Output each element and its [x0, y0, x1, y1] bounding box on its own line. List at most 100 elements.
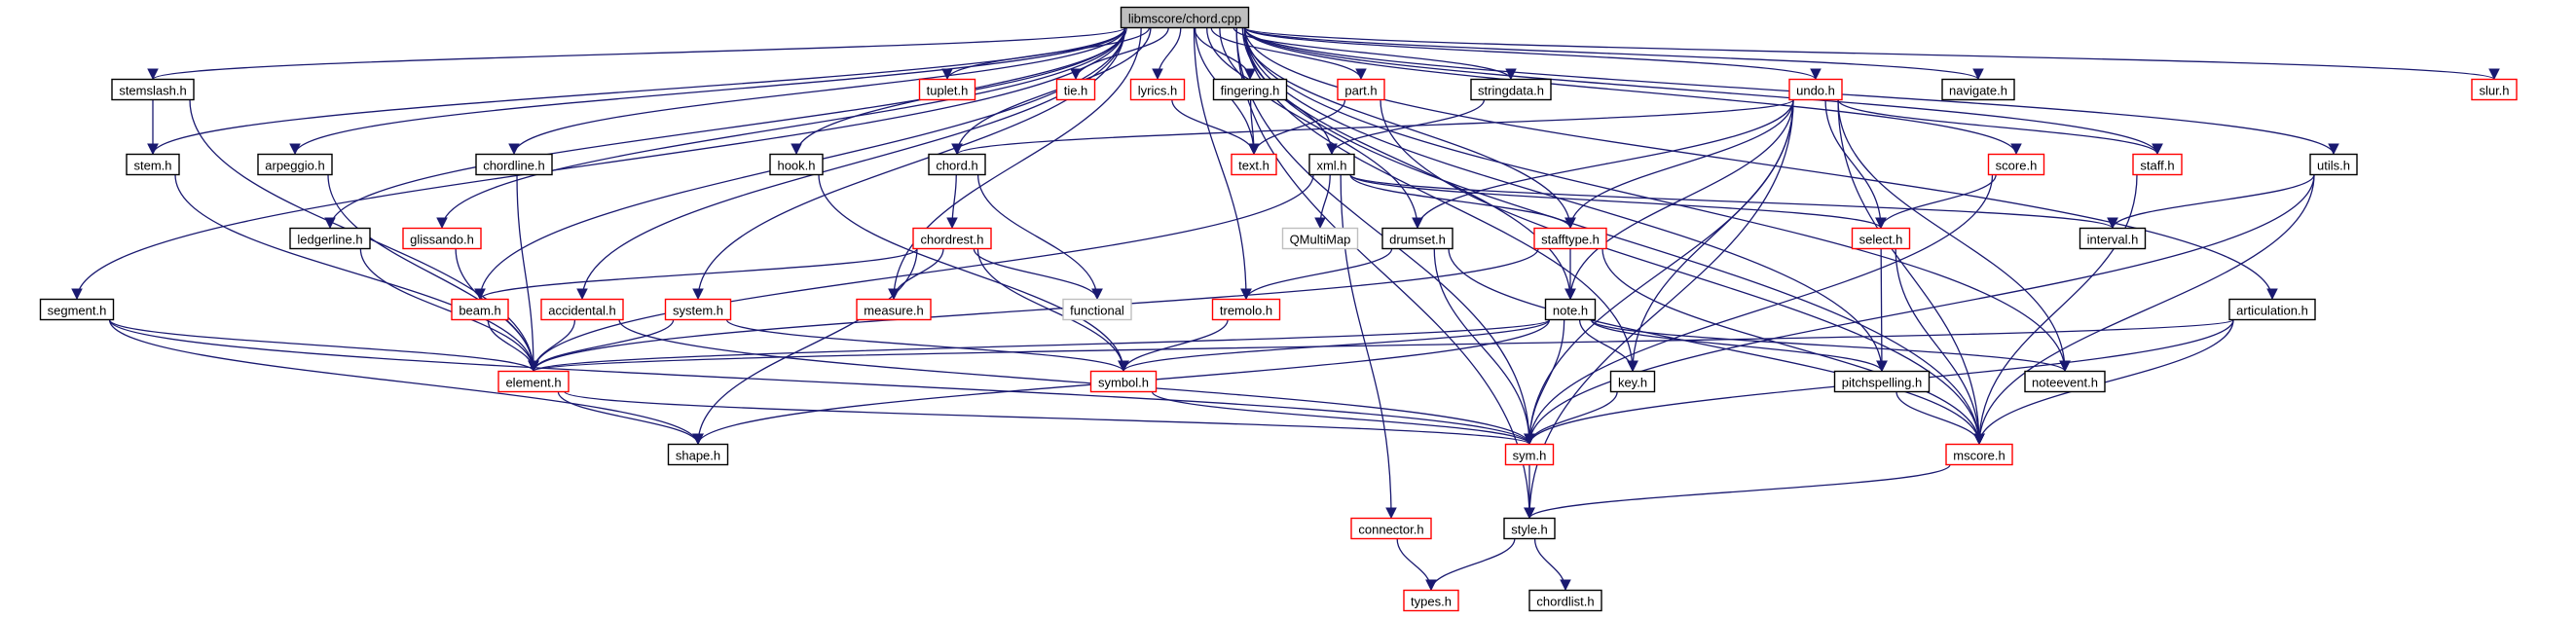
node-label: segment.h: [48, 304, 107, 318]
node-chordrest[interactable]: chordrest.h: [912, 227, 992, 250]
edge-segment-to-sym: [108, 319, 1535, 446]
edge-hook-to-symbol: [818, 174, 1129, 373]
node-score[interactable]: score.h: [1987, 153, 2045, 176]
node-label: tremolo.h: [1220, 304, 1272, 318]
node-element[interactable]: element.h: [497, 370, 570, 393]
node-measure[interactable]: measure.h: [856, 298, 932, 321]
node-mscore[interactable]: mscore.h: [1945, 443, 2013, 466]
edge-staff-to-mscore: [1973, 174, 2138, 446]
edge-score-to-sym: [1524, 174, 1994, 446]
node-label: glissando.h: [410, 233, 474, 247]
node-staff[interactable]: staff.h: [2132, 153, 2183, 176]
node-stem[interactable]: stem.h: [126, 153, 180, 176]
edge-lyrics-to-text: [1171, 99, 1260, 156]
node-fingering[interactable]: fingering.h: [1212, 78, 1288, 101]
node-lyrics[interactable]: lyrics.h: [1129, 78, 1186, 101]
node-chord-h[interactable]: chord.h: [928, 153, 986, 176]
edges-layer: [71, 26, 2500, 592]
node-xml[interactable]: xml.h: [1308, 153, 1355, 176]
node-qmultimap[interactable]: QMultiMap: [1281, 227, 1359, 250]
edge-score-to-select: [1875, 174, 1997, 230]
node-box: [1609, 370, 1656, 393]
edge-chordline-to-element: [516, 174, 539, 373]
node-box: [1528, 589, 1602, 612]
node-drumset[interactable]: drumset.h: [1381, 227, 1454, 250]
edge-utils-to-interval: [2107, 174, 2315, 230]
node-interval[interactable]: interval.h: [2079, 227, 2147, 250]
edge-system-to-symbol: [725, 318, 1129, 373]
node-label: key.h: [1618, 376, 1647, 390]
node-box: [1089, 370, 1158, 393]
node-ledgerline[interactable]: ledgerline.h: [289, 227, 371, 250]
node-shape[interactable]: shape.h: [667, 443, 729, 466]
node-accidental[interactable]: accidental.h: [540, 298, 624, 321]
edge-element-to-shape: [557, 391, 704, 446]
node-hook[interactable]: hook.h: [769, 153, 824, 176]
node-box: [928, 153, 986, 176]
node-chord-cpp[interactable]: libmscore/chord.cpp: [1120, 6, 1250, 29]
node-slur[interactable]: slur.h: [2471, 78, 2518, 101]
node-functional[interactable]: functional: [1062, 298, 1132, 321]
edge-segment-to-element: [108, 318, 539, 373]
node-box: [475, 153, 553, 176]
edge-chord-cpp-to-fingering: [1194, 27, 1256, 81]
node-note[interactable]: note.h: [1544, 298, 1597, 321]
node-arpeggio[interactable]: arpeggio.h: [257, 153, 333, 176]
edge-note-to-pitchspelling: [1590, 319, 1888, 373]
node-articulation[interactable]: articulation.h: [2228, 298, 2316, 321]
node-label: stem.h: [133, 159, 171, 173]
node-tuplet[interactable]: tuplet.h: [918, 78, 976, 101]
node-label: interval.h: [2087, 233, 2139, 247]
edge-ledgerline-to-element: [359, 248, 539, 373]
edge-style-to-types: [1425, 538, 1516, 592]
node-box: [667, 443, 729, 466]
node-chordline[interactable]: chordline.h: [475, 153, 553, 176]
node-utils[interactable]: utils.h: [2309, 153, 2358, 176]
node-select[interactable]: select.h: [1851, 227, 1911, 250]
node-segment[interactable]: segment.h: [39, 298, 115, 321]
node-label: sym.h: [1513, 449, 1547, 463]
node-box: [856, 298, 932, 321]
edge-undo-to-drumset: [1412, 99, 1794, 230]
node-chordlist[interactable]: chordlist.h: [1528, 589, 1602, 612]
node-box: [1055, 78, 1096, 101]
edge-chord-cpp-to-glissando: [436, 27, 1126, 230]
edge-utils-to-sym: [1524, 174, 2315, 446]
node-navigate[interactable]: navigate.h: [1941, 78, 2015, 101]
edge-stringdata-to-xml: [1326, 99, 1486, 156]
edge-drumset-to-tremolo: [1240, 248, 1393, 301]
node-beam[interactable]: beam.h: [451, 298, 509, 321]
node-system[interactable]: system.h: [664, 298, 732, 321]
node-symbol[interactable]: symbol.h: [1089, 370, 1158, 393]
node-stafftype[interactable]: stafftype.h: [1533, 227, 1607, 250]
node-text[interactable]: text.h: [1231, 153, 1277, 176]
node-label: functional: [1070, 304, 1124, 318]
node-stemslash[interactable]: stemslash.h: [111, 78, 195, 101]
edge-select-to-pitchspelling: [1876, 248, 1888, 373]
node-glissando[interactable]: glissando.h: [402, 227, 482, 250]
node-connector[interactable]: connector.h: [1350, 517, 1432, 540]
node-types[interactable]: types.h: [1403, 589, 1459, 612]
node-part[interactable]: part.h: [1337, 78, 1385, 101]
node-box: [2079, 227, 2147, 250]
node-key[interactable]: key.h: [1609, 370, 1656, 393]
edge-accidental-to-sym: [618, 319, 1535, 446]
node-style[interactable]: style.h: [1503, 517, 1556, 540]
node-label: fingering.h: [1221, 84, 1280, 98]
edge-chord-cpp-to-accidental: [576, 27, 1126, 301]
edge-symbol-to-sym: [1151, 390, 1535, 446]
node-noteevent[interactable]: noteevent.h: [2024, 370, 2106, 393]
node-tremolo[interactable]: tremolo.h: [1211, 298, 1281, 321]
node-stringdata[interactable]: stringdata.h: [1470, 78, 1552, 101]
node-sym[interactable]: sym.h: [1504, 443, 1555, 466]
node-box: [1788, 78, 1843, 101]
node-pitchspelling[interactable]: pitchspelling.h: [1833, 370, 1931, 393]
node-label: chord.h: [936, 159, 977, 173]
node-label: xml.h: [1316, 159, 1346, 173]
edge-xml-to-stafftype: [1349, 174, 1576, 230]
edge-chord-cpp-to-measure: [888, 27, 1142, 301]
edge-stafftype-to-mscore: [1601, 248, 1985, 446]
node-tie[interactable]: tie.h: [1055, 78, 1096, 101]
node-undo[interactable]: undo.h: [1788, 78, 1843, 101]
